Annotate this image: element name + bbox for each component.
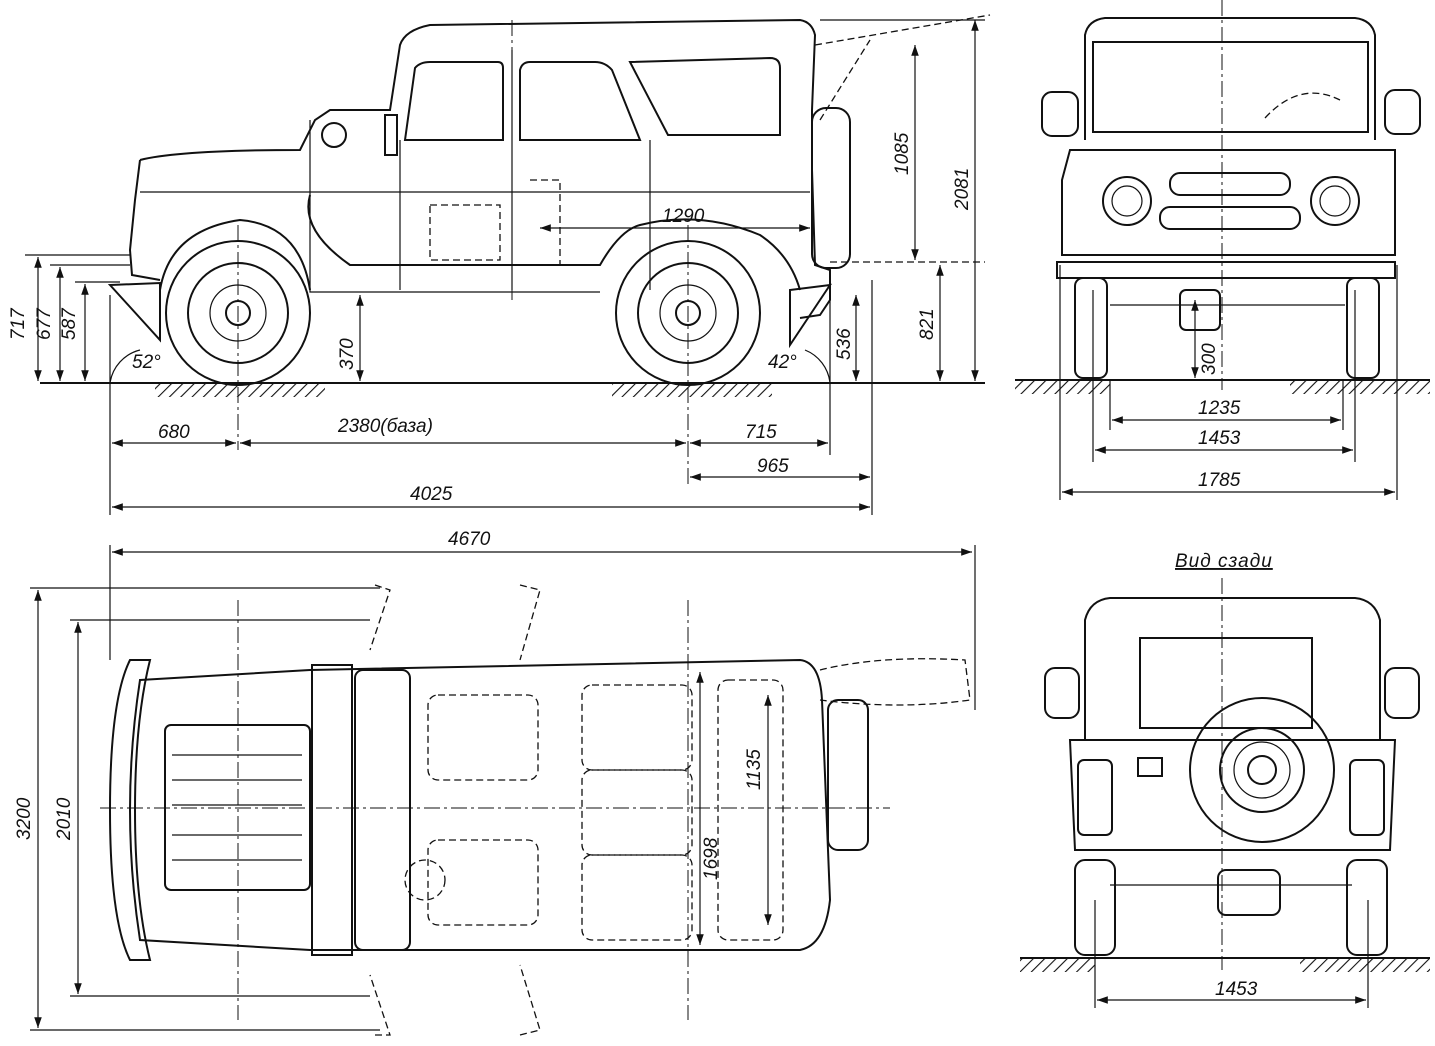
dim-715: 715: [745, 422, 777, 443]
dim-1135: 1135: [744, 749, 765, 790]
dim-536: 536: [834, 328, 855, 360]
rear-view: Вид сзади 1453: [1020, 551, 1430, 1008]
dim-717: 717: [8, 307, 29, 340]
dim-2081: 2081: [952, 168, 973, 211]
dim-2010: 2010: [54, 797, 75, 841]
top-view: 4670 3200 2010 1698 1135: [14, 529, 976, 1036]
dim-587: 587: [59, 307, 80, 340]
dim-300: 300: [1199, 343, 1220, 375]
dim-370: 370: [337, 338, 358, 370]
dim-3200: 3200: [14, 797, 35, 840]
dim-1453-rear: 1453: [1215, 979, 1258, 1000]
dim-angle-rear: 42°: [768, 352, 797, 373]
side-view: 717 677 587 370 52° 42° 536 821 1085 208…: [8, 14, 991, 515]
dim-1085: 1085: [892, 132, 913, 175]
rear-view-title: Вид сзади: [1175, 551, 1273, 572]
dim-4025: 4025: [410, 484, 453, 505]
dim-1290: 1290: [662, 206, 705, 227]
dim-angle-front: 52°: [132, 352, 161, 373]
dim-1785: 1785: [1198, 470, 1241, 491]
dim-1235: 1235: [1198, 398, 1241, 419]
dim-821: 821: [917, 308, 938, 340]
dim-1453-front: 1453: [1198, 428, 1241, 449]
dim-965: 965: [757, 456, 789, 477]
dim-677: 677: [34, 307, 55, 340]
front-view: 300 1235 1453 1785: [1015, 0, 1430, 500]
dim-680: 680: [158, 422, 190, 443]
dim-2380-base: 2380(база): [337, 416, 433, 437]
dim-4670: 4670: [448, 529, 491, 550]
dim-1698: 1698: [701, 837, 722, 880]
